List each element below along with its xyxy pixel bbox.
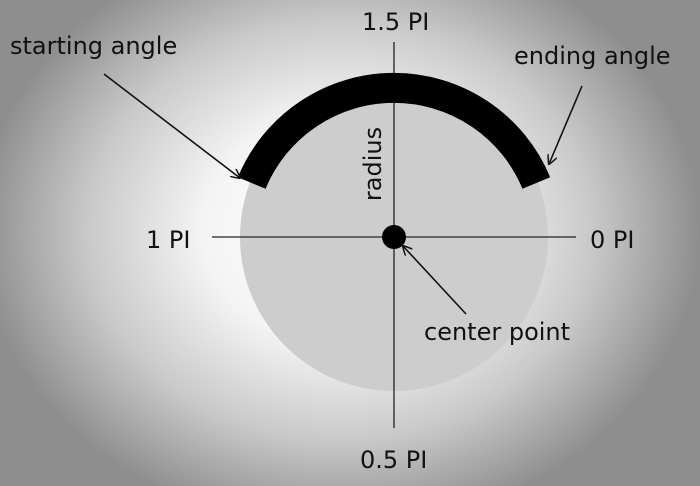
label-1-5-pi: 1.5 PI <box>362 8 430 36</box>
ending-angle-arrow <box>549 85 583 164</box>
center-point <box>382 225 406 249</box>
arc-segment <box>237 72 551 189</box>
label-starting-angle: starting angle <box>10 32 178 60</box>
center-point-arrow <box>403 246 467 315</box>
label-1-pi: 1 PI <box>146 226 191 254</box>
label-0-5-pi: 0.5 PI <box>360 446 428 474</box>
label-0-pi: 0 PI <box>590 226 635 254</box>
label-radius: radius <box>359 126 388 202</box>
label-center-point: center point <box>424 318 571 346</box>
label-ending-angle: ending angle <box>514 42 671 70</box>
starting-angle-arrow <box>103 73 240 178</box>
